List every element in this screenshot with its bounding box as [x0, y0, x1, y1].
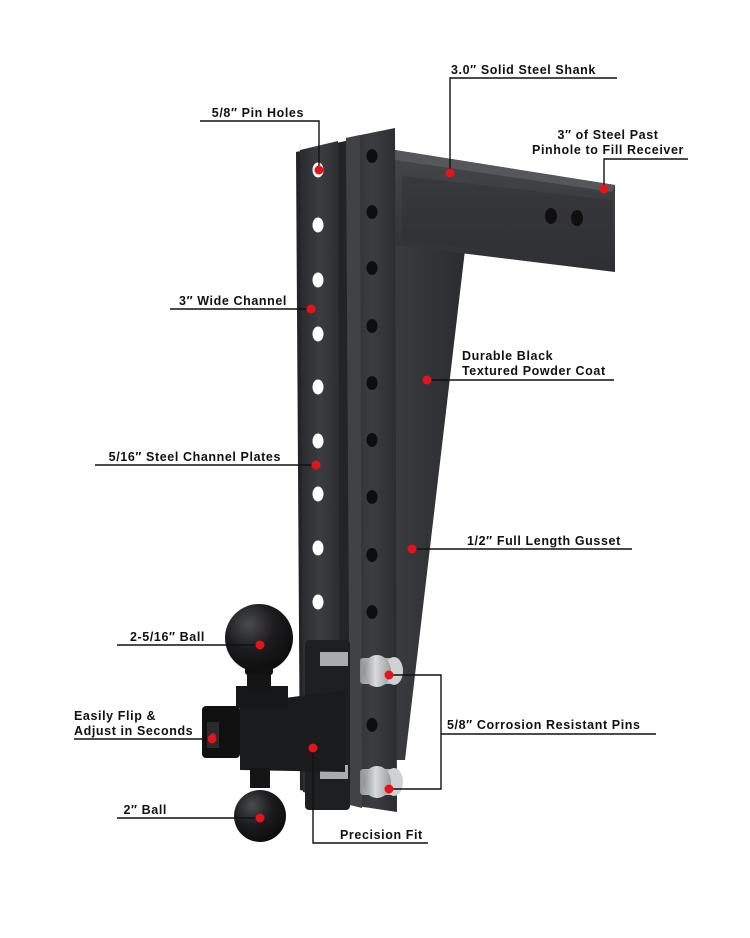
marker-flip — [207, 734, 217, 744]
label-pins: 5/8″ Corrosion Resistant Pins — [447, 718, 641, 732]
marker-gusset — [407, 544, 417, 554]
leader-lines — [74, 77, 688, 844]
marker-wide-channel — [306, 304, 316, 314]
label-shank: 3.0″ Solid Steel Shank — [451, 63, 596, 77]
marker-powder-coat — [422, 375, 432, 385]
label-powder-coat-line2: Textured Powder Coat — [462, 364, 606, 378]
front-channel-plate — [346, 128, 397, 812]
label-pin-holes: 5/8″ Pin Holes — [211, 106, 304, 120]
bottom-pin — [360, 766, 403, 798]
marker-shank — [445, 168, 455, 178]
marker-pin-holes — [314, 165, 324, 175]
label-channel-plates: 5/16″ Steel Channel Plates — [108, 450, 281, 464]
callout-markers — [207, 165, 609, 823]
label-past-pinhole-line1: 3″ of Steel Past — [557, 128, 659, 142]
marker-bottom-pin — [384, 784, 394, 794]
marker-small-ball — [255, 813, 265, 823]
label-precision-fit: Precision Fit — [340, 828, 423, 842]
small-ball — [234, 768, 286, 842]
label-wide-channel: 3″ Wide Channel — [179, 294, 287, 308]
label-gusset: 1/2″ Full Length Gusset — [467, 534, 621, 548]
label-large-ball: 2-5/16″ Ball — [129, 630, 205, 644]
label-flip-line1: Easily Flip & — [74, 709, 157, 723]
front-plate-holes — [366, 149, 378, 732]
marker-large-ball — [255, 640, 265, 650]
gusset — [392, 240, 465, 760]
top-pin — [360, 655, 403, 687]
large-ball — [225, 604, 293, 692]
marker-channel-plates — [311, 460, 321, 470]
label-past-pinhole-line2: Pinhole to Fill Receiver — [532, 143, 684, 157]
label-powder-coat-line1: Durable Black — [462, 349, 554, 363]
back-plate-holes — [312, 162, 324, 610]
marker-top-pin — [384, 670, 394, 680]
label-flip-line2: Adjust in Seconds — [74, 724, 194, 738]
label-small-ball: 2″ Ball — [123, 803, 167, 817]
ball-mount — [202, 640, 350, 810]
marker-past-pinhole — [599, 184, 609, 194]
marker-ball-mount — [308, 743, 318, 753]
